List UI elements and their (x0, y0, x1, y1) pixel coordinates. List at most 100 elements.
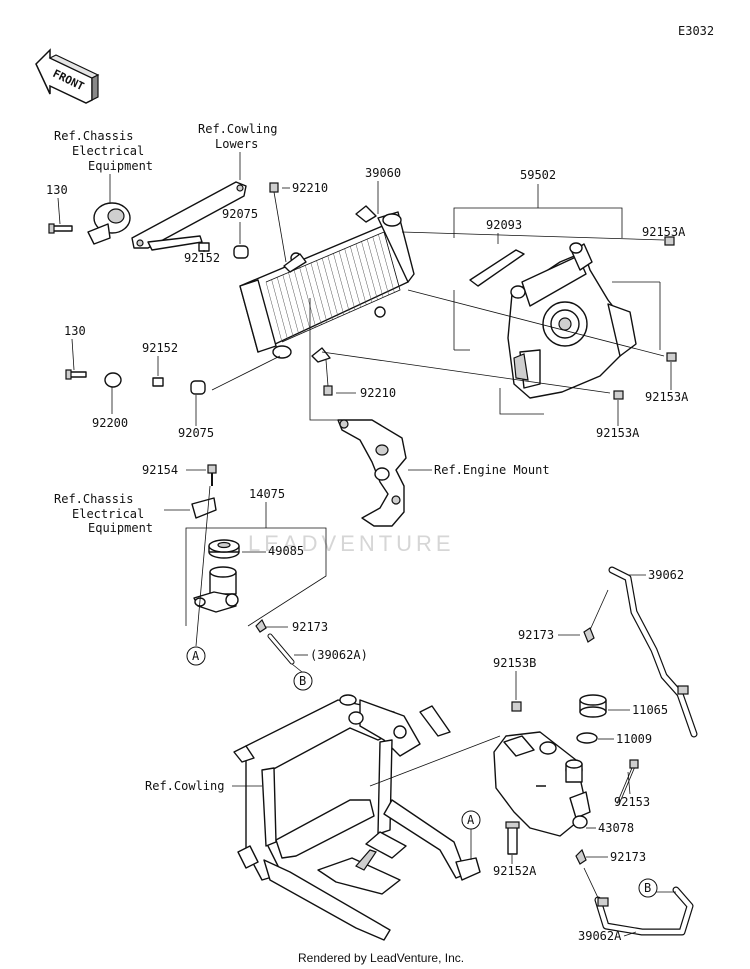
seal-92093 (469, 249, 525, 287)
part-label-39062A: 39062A (578, 929, 622, 943)
part-label-39062: 39062 (648, 568, 684, 582)
radiator-fin (265, 281, 283, 343)
part-label-130-top: 130 (46, 183, 68, 197)
collar-92152-top (198, 242, 210, 252)
ref-chassis-top-line-2: Electrical (72, 144, 144, 158)
radiator-fin (355, 243, 373, 303)
fan-shroud (507, 242, 637, 399)
engine-mount-bracket (337, 419, 407, 527)
part-label-92173-a: 92173 (292, 620, 328, 634)
radiator-side-bracket (131, 181, 247, 251)
radiator (239, 205, 415, 363)
bolt-92153A-low (613, 390, 624, 400)
radiator-fin (361, 241, 378, 300)
nut-92210-mid (323, 385, 333, 396)
radiator-fin (350, 246, 367, 305)
radiator-fin (288, 272, 305, 333)
part-label-92152-mid: 92152 (142, 341, 178, 355)
ref-cowling-lowers-line-1: Ref.Cowling (198, 122, 277, 136)
callout-b-1-text: B (299, 674, 306, 688)
ref-engine-mount: Ref.Engine Mount (434, 463, 550, 477)
footer-credit: Rendered by LeadVenture, Inc. (298, 951, 464, 965)
washer-92200 (104, 372, 122, 388)
radiator-fin (305, 265, 322, 325)
part-label-92154: 92154 (142, 463, 178, 477)
cowling-stay-frame (233, 694, 481, 941)
reserve-tank (493, 731, 591, 837)
part-label-39060: 39060 (365, 166, 401, 180)
callout-b-2 (638, 878, 658, 898)
bolt-92153 (616, 759, 639, 805)
radiator-fin (321, 258, 339, 318)
radiator-fin (333, 253, 350, 313)
ref-chassis-mid-line-3: Equipment (88, 521, 153, 535)
grommet-92075-top (233, 245, 249, 259)
ref-chassis-mid: Ref.Chassis Electrical Equipment (54, 492, 153, 535)
radiator-fin (276, 277, 294, 338)
part-label-92152-top: 92152 (184, 251, 220, 265)
bolt-92152A (505, 821, 520, 855)
part-label-130-mid: 130 (64, 324, 86, 338)
part-label-92075-mid: 92075 (178, 426, 214, 440)
part-label-92173-c: 92173 (610, 850, 646, 864)
radiator-fin (366, 239, 384, 298)
ref-cowling-lowers: Ref.Cowling Lowers (198, 122, 277, 151)
collar-92152-mid (152, 377, 164, 387)
callout-b-2-text: B (644, 881, 651, 895)
ref-chassis-top: Ref.Chassis Electrical Equipment (54, 129, 153, 173)
callout-a-2-text: A (467, 813, 475, 827)
hose-39062 (608, 566, 698, 738)
part-label-39062A-paren: (39062A) (310, 648, 368, 662)
nut-92210-top (269, 182, 279, 193)
clamp-92173-a (255, 618, 267, 633)
ref-chassis-top-line-1: Ref.Chassis (54, 129, 133, 143)
ref-cowling-lowers-line-2: Lowers (215, 137, 258, 151)
part-label-92210-mid: 92210 (360, 386, 396, 400)
part-label-92200: 92200 (92, 416, 128, 430)
clamp-92173-b (583, 627, 595, 643)
callout-a-1 (186, 646, 206, 666)
part-label-43078: 43078 (598, 821, 634, 835)
radiator-fin (372, 236, 390, 296)
o-ring-11009 (576, 732, 598, 744)
part-label-11065: 11065 (632, 703, 668, 717)
radiator-fin (316, 260, 333, 320)
clip-bracket (191, 497, 217, 519)
radiator-fin (293, 270, 311, 330)
front-arrow-icon: FRONT (35, 48, 100, 104)
bolt-92153A-mid (666, 352, 677, 362)
part-label-92153A-top: 92153A (642, 225, 686, 239)
watermark-text: LEADVENTURE (248, 531, 455, 556)
part-label-92153B: 92153B (493, 656, 536, 670)
part-label-92210-top: 92210 (292, 181, 328, 195)
part-label-92153: 92153 (614, 795, 650, 809)
radiator-fin (344, 248, 361, 308)
part-label-92152A: 92152A (493, 864, 537, 878)
diagram-code: E3032 (678, 24, 714, 38)
bolt-92154 (207, 464, 217, 486)
callout-b-1 (293, 671, 313, 691)
ref-chassis-mid-line-2: Electrical (72, 507, 144, 521)
radiator-fin (299, 267, 316, 328)
tank-cap-11065 (579, 694, 607, 718)
bolt-92153A-top (664, 236, 675, 246)
grommet-92075-mid (190, 380, 206, 395)
callout-a-1-text: A (192, 649, 200, 663)
radiator-fin (310, 262, 328, 323)
bolt-130-mid (65, 369, 87, 380)
ref-chassis-mid-line-1: Ref.Chassis (54, 492, 133, 506)
bolt-92153B (511, 701, 522, 712)
part-label-92093: 92093 (486, 218, 522, 232)
part-label-92153A-low: 92153A (596, 426, 640, 440)
bolt-130-top (48, 223, 73, 234)
radiator-fin (271, 279, 288, 340)
part-label-49085: 49085 (268, 544, 304, 558)
radiator-fin (378, 234, 395, 293)
part-label-92075-top: 92075 (222, 207, 258, 221)
part-label-11009: 11009 (616, 732, 652, 746)
radiator-fin (282, 274, 300, 335)
horn-assembly (87, 202, 131, 245)
part-label-14075: 14075 (249, 487, 285, 501)
ref-cowling: Ref.Cowling (145, 779, 224, 793)
